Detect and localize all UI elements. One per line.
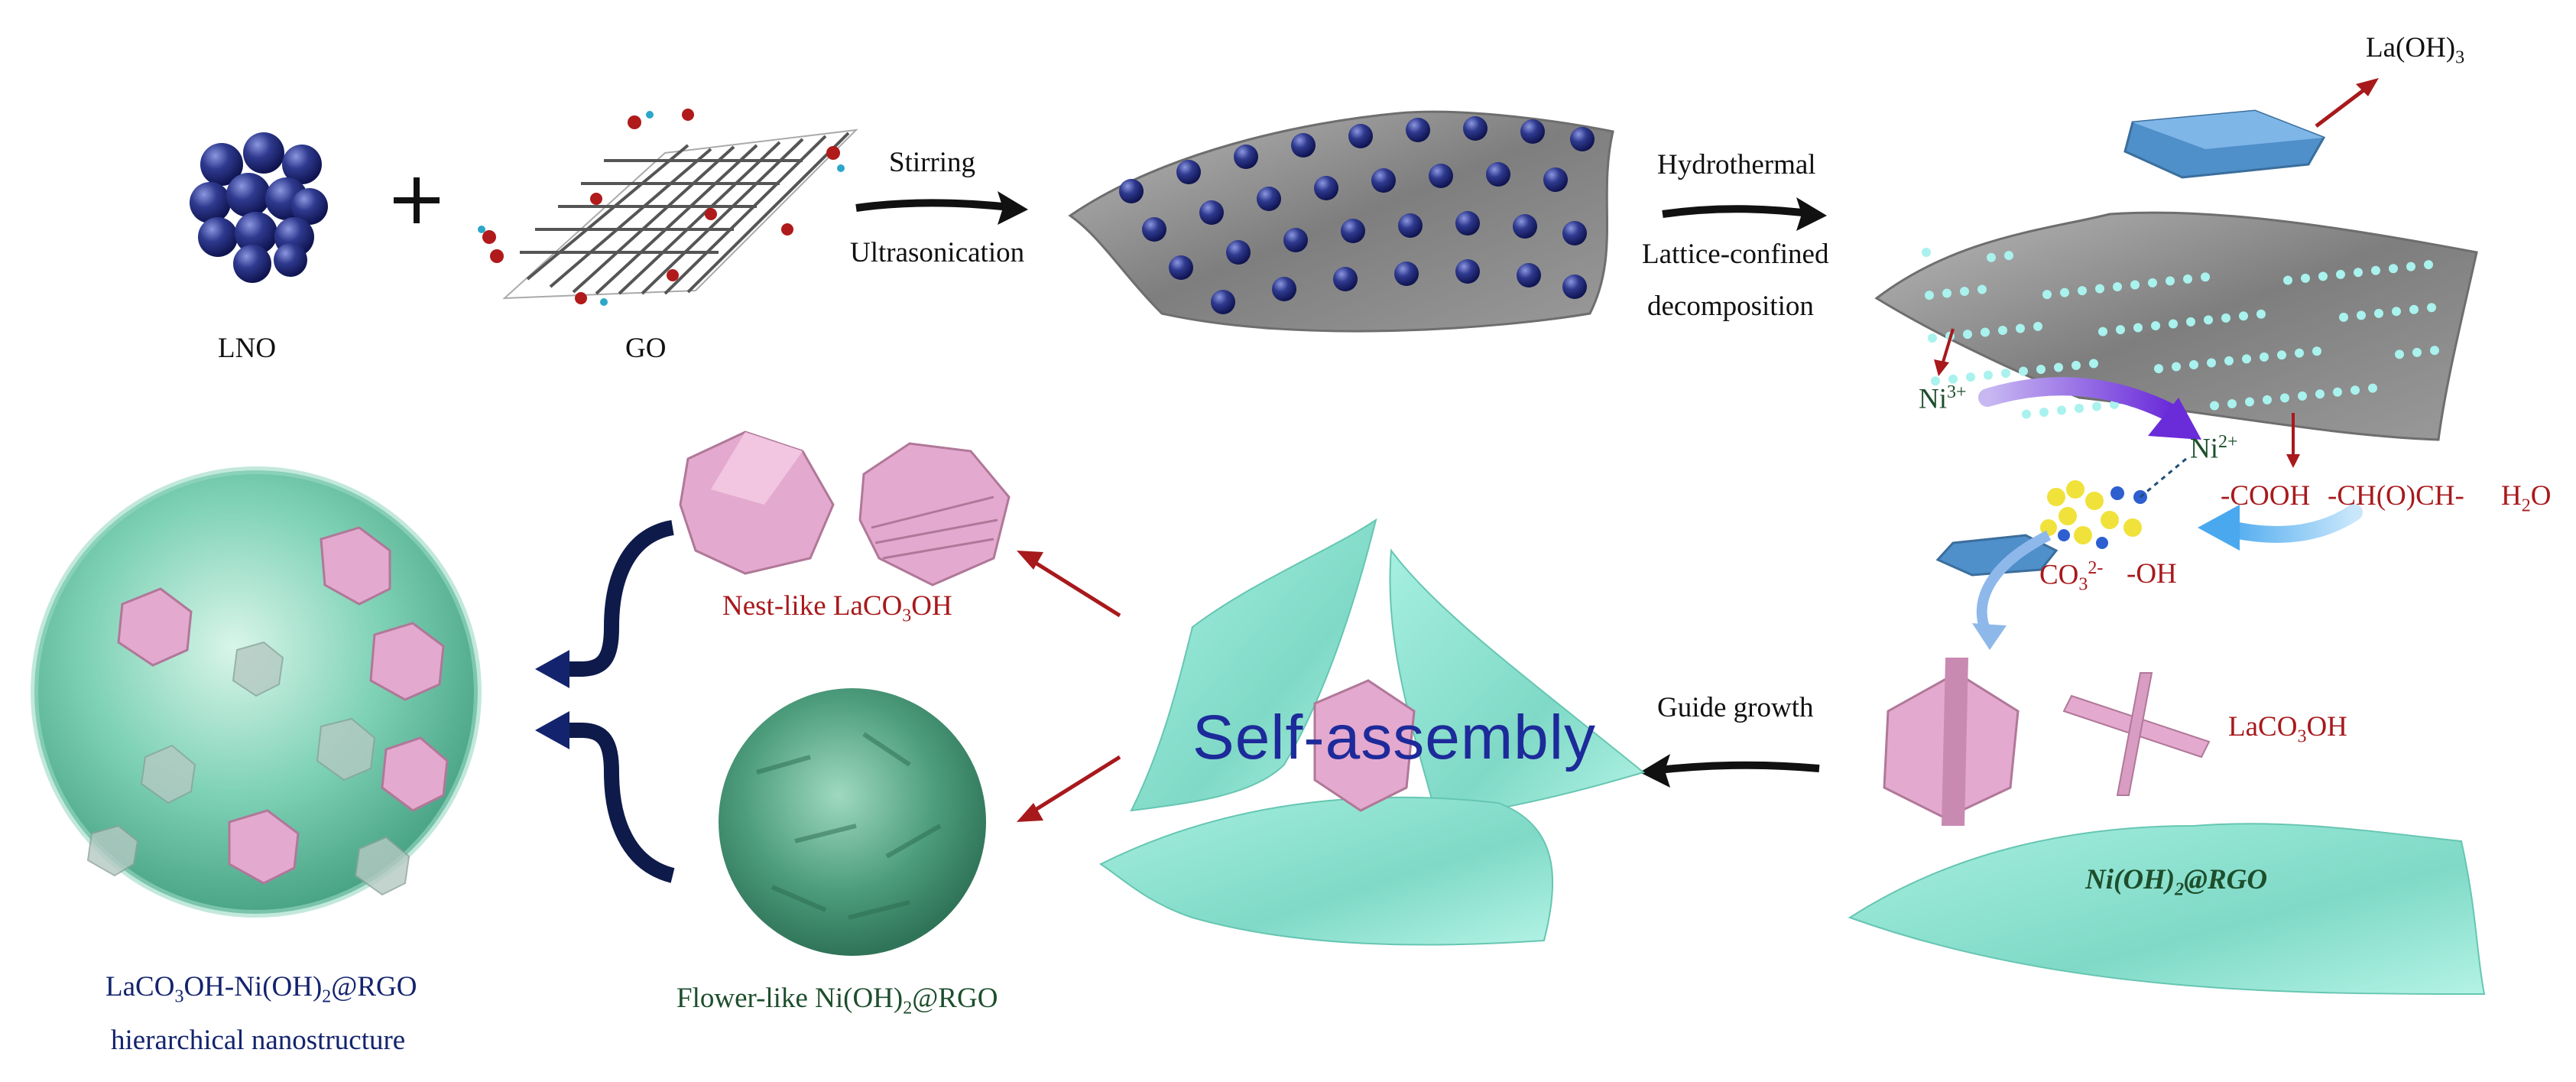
guide-growth-label: Guide growth xyxy=(1657,692,1814,723)
ni-reduction-arrow xyxy=(1978,377,2201,440)
cooh-arrow xyxy=(2286,413,2300,468)
red-arrow-to-nest xyxy=(1017,551,1121,618)
chch-label: -CH(O)CH- xyxy=(2328,480,2464,512)
ni3-arrow xyxy=(1934,328,1955,376)
nioh2-rgo-sheet xyxy=(1848,823,2486,996)
self-assembly-label: Self-assembly xyxy=(1192,703,1596,772)
down-arrow-to-crystals xyxy=(1972,530,2052,650)
go-functional-groups xyxy=(478,109,845,306)
oh-label: -OH xyxy=(2127,558,2177,590)
plus-sign xyxy=(394,177,440,223)
lno-label: LNO xyxy=(218,333,277,364)
hierarchical-nanostructure-sphere xyxy=(31,466,482,918)
laco3oh-hexagonal-crystal xyxy=(1883,658,2020,826)
ni3-label: Ni3+ xyxy=(1919,382,1967,415)
cooh-label: -COOH xyxy=(2221,480,2311,512)
guide-growth-arrow xyxy=(1640,754,1820,788)
la-oh3-hexagon xyxy=(2123,109,2326,179)
light-blue-arrow xyxy=(2198,504,2363,551)
self-assembly-sheets xyxy=(1099,518,1646,946)
la-oh3-arrow xyxy=(2315,78,2379,128)
nest-like-label: Nest-like LaCO3OH xyxy=(722,590,952,626)
nest-like-crystal-2 xyxy=(858,442,1011,586)
ultrasonication-label: Ultrasonication xyxy=(850,237,1025,268)
stirring-label: Stirring xyxy=(889,147,976,178)
nest-like-crystal-1 xyxy=(679,431,835,575)
co3-label: CO32- xyxy=(2039,558,2104,595)
lno-cluster xyxy=(190,132,328,283)
ion-cluster xyxy=(2040,457,2187,549)
h2o-label: H2O xyxy=(2501,480,2552,516)
product-label-line1: LaCO3OH-Ni(OH)2@RGO xyxy=(105,971,417,1007)
lno-particles-on-sheet xyxy=(1119,116,1595,314)
flower-like-sphere xyxy=(719,688,986,956)
ni2-label: Ni2+ xyxy=(2190,432,2238,465)
product-label-line2: hierarchical nanostructure xyxy=(111,1025,406,1056)
hydrothermal-arrow xyxy=(1662,197,1827,231)
flower-like-label: Flower-like Ni(OH)2@RGO xyxy=(676,983,998,1019)
graphene-oxide-lattice xyxy=(502,128,858,300)
decomposition-label: decomposition xyxy=(1647,291,1814,322)
lattice-confined-label: Lattice-confined xyxy=(1642,239,1829,270)
la-oh3-label: La(OH)3 xyxy=(2366,32,2465,68)
go-label: GO xyxy=(625,333,667,364)
stirring-arrow xyxy=(855,191,1028,225)
laco3oh-label: LaCO3OH xyxy=(2228,711,2347,747)
bracket-arrows xyxy=(535,520,675,883)
laco3oh-cross-crystal xyxy=(2062,672,2211,796)
hydrothermal-label: Hydrothermal xyxy=(1657,149,1816,180)
nioh2-rgo-label: Ni(OH)2@RGO xyxy=(2085,864,2268,900)
red-arrow-to-flower xyxy=(1017,755,1121,822)
